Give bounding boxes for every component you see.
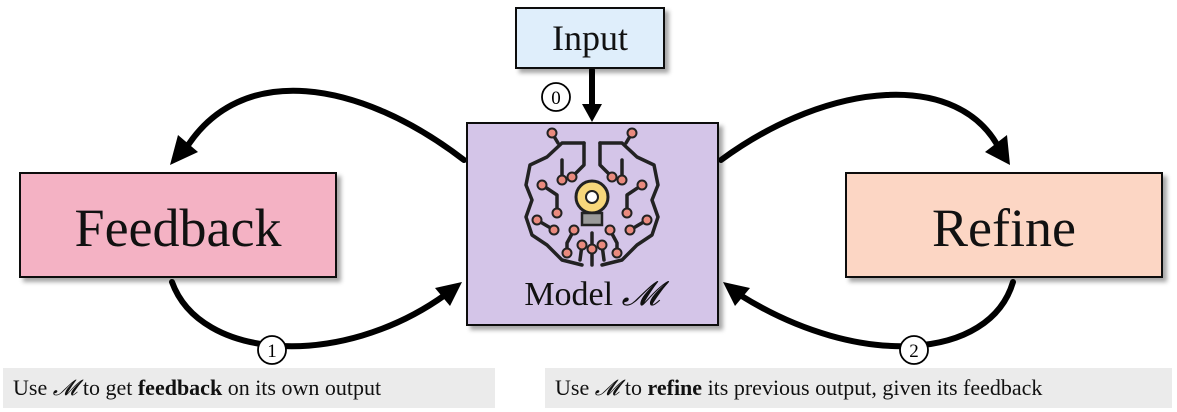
refine-box: Refine bbox=[845, 172, 1163, 278]
arrowhead-feedback bbox=[170, 135, 198, 165]
caption-feedback: Use 𝓜 to get feedback on its own output bbox=[3, 368, 495, 408]
model-label: Model 𝓜 bbox=[524, 274, 669, 314]
svg-text:2: 2 bbox=[909, 341, 919, 362]
arrow-feedback-to-model bbox=[169, 279, 448, 350]
svg-text:1: 1 bbox=[267, 341, 277, 362]
feedback-label: Feedback bbox=[75, 198, 282, 258]
caption-refine: Use 𝓜 to refine its previous output, giv… bbox=[545, 368, 1172, 408]
refine-label: Refine bbox=[932, 198, 1076, 258]
arrowhead-model-right bbox=[723, 282, 750, 306]
lightbulb-icon bbox=[574, 179, 610, 227]
model-box: Model 𝓜 bbox=[466, 122, 719, 326]
arrow-refine-to-model bbox=[737, 279, 1016, 350]
brain-circuit-lightbulb-icon bbox=[524, 127, 660, 267]
step-marker-2: 2 bbox=[899, 335, 929, 365]
arrowhead-input bbox=[582, 104, 602, 122]
arrowhead-model-left bbox=[435, 282, 462, 306]
arrowheads bbox=[170, 104, 1010, 306]
input-box: Input bbox=[515, 7, 665, 69]
arrow-model-to-refine bbox=[718, 91, 1003, 163]
step-marker-0: 0 bbox=[541, 82, 571, 112]
arrowhead-refine bbox=[985, 135, 1010, 165]
svg-text:0: 0 bbox=[551, 88, 561, 109]
feedback-box: Feedback bbox=[19, 172, 337, 278]
arrow-model-to-feedback bbox=[182, 87, 467, 163]
input-label: Input bbox=[552, 18, 628, 58]
step-marker-1: 1 bbox=[257, 335, 287, 365]
